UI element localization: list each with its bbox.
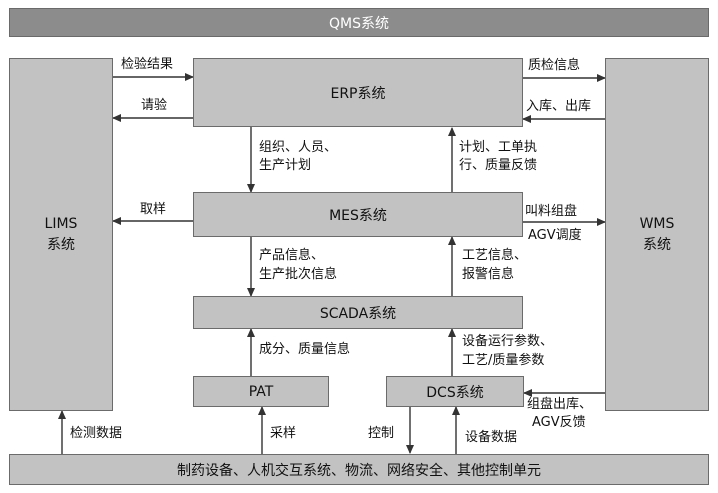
qms-system: QMS系统 [9, 8, 709, 37]
wms-label-line2: 系统 [643, 236, 671, 253]
wms-system: WMS 系统 [605, 58, 709, 411]
label-inspection-result: 检验结果 [121, 57, 174, 72]
erp-system: ERP系统 [193, 58, 523, 127]
label-org-line1: 组织、人员、 [259, 140, 338, 155]
mes-system: MES系统 [193, 192, 523, 237]
label-control: 控制 [368, 426, 395, 441]
label-call-material-line2: AGV调度 [528, 228, 582, 243]
label-composition: 成分、质量信息 [259, 342, 351, 357]
label-call-material-line1: 叫料组盘 [525, 204, 578, 219]
pat-system: PAT [193, 376, 329, 407]
label-process-line1: 工艺信息、 [462, 248, 528, 263]
label-pallet-line2: AGV反馈 [532, 415, 586, 430]
label-plan-line2: 行、质量反馈 [459, 158, 538, 173]
label-pallet-line1: 组盘出库、 [527, 397, 593, 412]
label-org-line2: 生产计划 [259, 158, 312, 173]
label-params-line1: 设备运行参数、 [462, 334, 554, 349]
bottom-equipment-layer: 制药设备、人机交互系统、物流、网络安全、其他控制单元 [9, 454, 709, 485]
label-product-line1: 产品信息、 [259, 248, 325, 263]
label-params-line2: 工艺/质量参数 [462, 353, 545, 368]
wms-label-line1: WMS [639, 215, 675, 232]
label-detection-data: 检测数据 [70, 426, 123, 441]
label-inspection-request: 请验 [141, 98, 168, 113]
label-sampling: 采样 [270, 426, 297, 441]
lims-system: LIMS 系统 [9, 58, 113, 411]
lims-label-line2: 系统 [47, 236, 75, 253]
dcs-label: DCS系统 [426, 384, 484, 401]
bottom-label: 制药设备、人机交互系统、物流、网络安全、其他控制单元 [177, 462, 541, 479]
scada-system: SCADA系统 [193, 296, 523, 329]
label-quality-info-wms: 质检信息 [528, 58, 581, 73]
lims-label-line1: LIMS [44, 215, 78, 232]
label-plan-line1: 计划、工单执 [459, 140, 538, 155]
label-equipment-data: 设备数据 [465, 430, 518, 445]
label-sampling-take: 取样 [140, 202, 167, 217]
pat-label: PAT [248, 383, 274, 400]
label-process-line2: 报警信息 [462, 267, 515, 282]
dcs-system: DCS系统 [386, 376, 524, 407]
label-product-line2: 生产批次信息 [259, 267, 338, 282]
mes-label: MES系统 [329, 207, 387, 224]
qms-label: QMS系统 [329, 15, 389, 32]
erp-label: ERP系统 [330, 85, 386, 102]
scada-label: SCADA系统 [319, 305, 397, 322]
label-in-out-storage: 入库、出库 [526, 99, 592, 114]
